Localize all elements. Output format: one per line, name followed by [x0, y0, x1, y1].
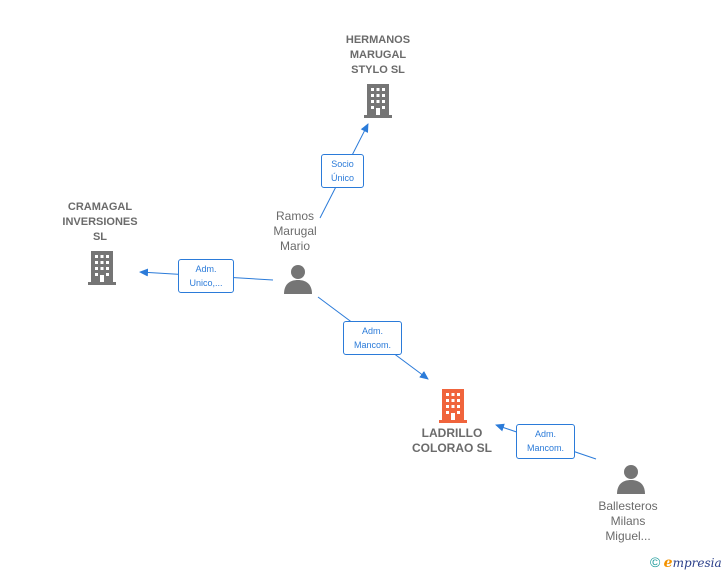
label-line: Miguel... [605, 529, 651, 543]
edge-label-line: Unico,... [189, 278, 223, 288]
label-line: COLORAO SL [412, 441, 492, 455]
edge-label-line: Adm. [195, 264, 217, 274]
label-line: Ballesteros [598, 499, 658, 513]
brand-rest: mpresia [672, 556, 722, 570]
person-icon[interactable] [282, 264, 314, 294]
edge-label-line: Socio [331, 159, 354, 169]
person-label-ramos[interactable]: Ramos Marugal Mario [245, 209, 345, 254]
label-line: STYLO SL [351, 64, 405, 76]
edge-label-line: Adm. [361, 326, 383, 336]
person-label-ballesteros[interactable]: Ballesteros Milans Miguel... [578, 499, 678, 544]
edge-label-line: Adm. [534, 429, 556, 439]
copyright-icon: © [650, 554, 661, 570]
company-label-cramagal[interactable]: CRAMAGAL INVERSIONES SL [40, 200, 160, 245]
label-line: MARUGAL [349, 49, 407, 61]
edge-label-line: Único [330, 173, 354, 183]
edge-label-adm-unico[interactable]: Adm. Unico,... [178, 259, 234, 293]
company-label-ladrillo[interactable]: LADRILLO COLORAO SL [392, 426, 512, 456]
brand-e: e [663, 555, 673, 571]
label-line: Mario [279, 239, 310, 253]
label-line: HERMANOS [345, 34, 411, 46]
label-line: Ramos [275, 209, 314, 223]
label-line: Milans [610, 514, 646, 528]
person-icon[interactable] [615, 464, 647, 494]
empresia-logo[interactable]: © empresia [650, 554, 722, 572]
company-label-hermanos[interactable]: HERMANOS MARUGAL STYLO SL [318, 33, 438, 78]
edge-label-line: Mancom. [353, 340, 391, 350]
edge-label-adm-mancom-1[interactable]: Adm. Mancom. [343, 321, 402, 355]
building-icon[interactable] [437, 388, 469, 423]
label-line: Marugal [273, 224, 317, 238]
label-line: LADRILLO [421, 426, 483, 440]
label-line: INVERSIONES [62, 216, 138, 228]
edge-label-adm-mancom-2[interactable]: Adm. Mancom. [516, 424, 575, 459]
edge-label-line: Mancom. [526, 443, 564, 453]
building-icon[interactable] [86, 250, 118, 285]
label-line: CRAMAGAL [67, 201, 133, 213]
label-line: SL [92, 231, 108, 243]
building-icon[interactable] [362, 83, 394, 118]
edge-label-socio[interactable]: Socio Único [321, 154, 364, 188]
